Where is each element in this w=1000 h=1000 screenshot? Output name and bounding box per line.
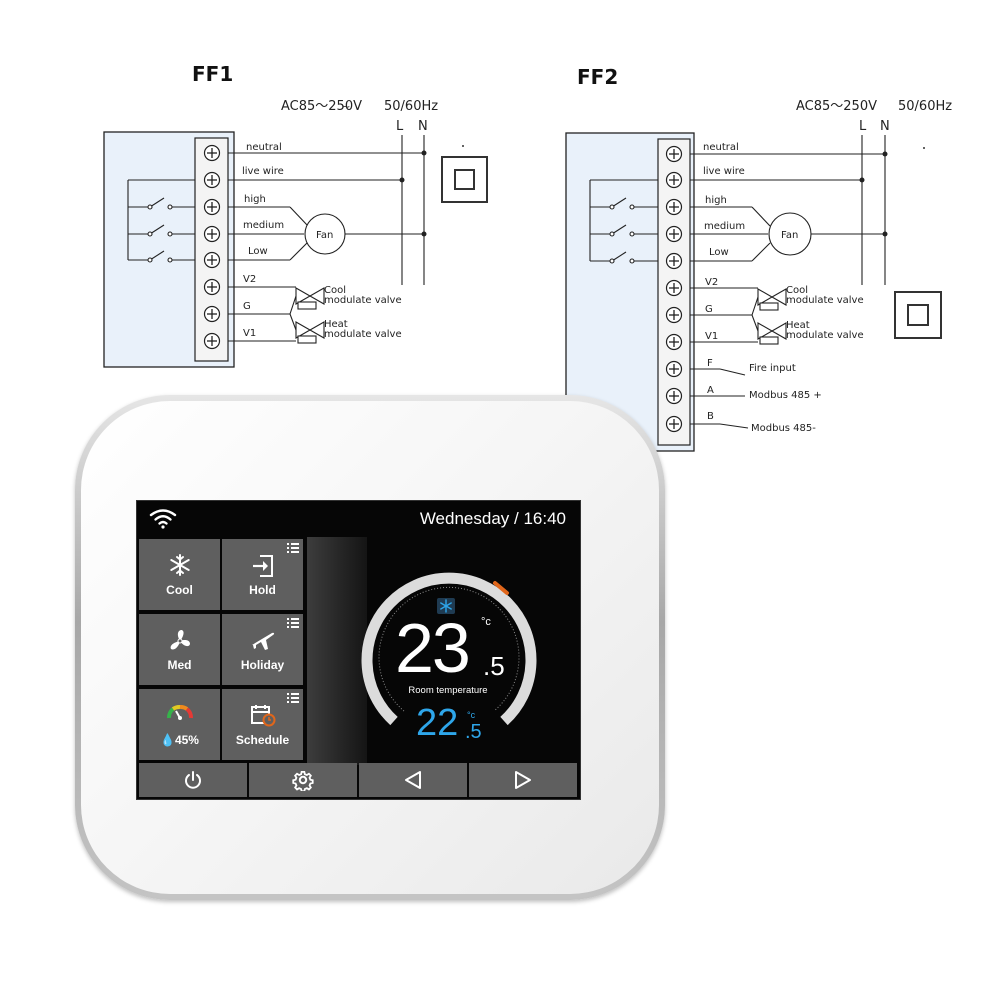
water-drop-icon: 💧	[160, 733, 175, 747]
status-bar: Wednesday / 16:40	[137, 501, 580, 537]
menu-list-icon	[287, 543, 299, 553]
svg-text:~: ~	[342, 102, 350, 113]
room-temperature-dec: .5	[483, 651, 505, 681]
humidity-gauge-icon	[166, 705, 193, 720]
room-temperature-label: Room temperature	[408, 685, 488, 696]
settings-button[interactable]	[249, 763, 357, 797]
terminal-label: Low	[248, 246, 268, 257]
terminal-label: V1	[243, 328, 256, 339]
tile-label: Schedule	[235, 733, 290, 747]
room-temperature-int: 23	[395, 609, 471, 687]
set-temperature-int: 22	[416, 702, 459, 744]
triangle-left-icon	[405, 771, 421, 789]
increase-button[interactable]	[469, 763, 577, 797]
terminal-label: medium	[243, 220, 284, 231]
temperature-dial[interactable]	[359, 561, 539, 747]
cool-valve-label: Cool	[324, 285, 346, 296]
terminal-label: G	[243, 301, 251, 312]
modbus-minus-label: Modbus 485-	[751, 423, 816, 434]
terminal-label: high	[244, 194, 266, 205]
menu-list-icon	[287, 618, 299, 628]
heat-valve-sub: modulate valve	[786, 330, 864, 341]
terminal-label: V2	[705, 277, 718, 288]
terminal-label: A	[707, 385, 714, 396]
snowflake-icon	[437, 598, 455, 614]
setpoint-marker[interactable]	[493, 581, 509, 595]
diagram-ff2: FF2 AC85～250V 50/60Hz L N	[565, 65, 952, 452]
diagram-title: FF2	[577, 65, 618, 89]
supply-voltage: AC85～250V	[281, 99, 362, 114]
tile-mode-cool[interactable]: Cool	[139, 539, 220, 610]
power-icon	[185, 771, 201, 789]
room-temperature-unit: °c	[481, 616, 491, 628]
gear-icon	[292, 770, 314, 791]
fan-icon	[170, 630, 190, 650]
cool-valve-label: Cool	[786, 285, 808, 296]
menu-list-icon	[287, 693, 299, 703]
line-label: L	[859, 119, 867, 134]
heat-valve-label: Heat	[786, 320, 810, 331]
supply-voltage: AC85～250V	[796, 99, 877, 114]
terminal-label: G	[705, 304, 713, 315]
fire-input-label: Fire input	[749, 363, 796, 374]
set-temperature-unit: °c	[467, 710, 476, 720]
tile-label: Holiday	[240, 658, 285, 672]
terminal-label: neutral	[246, 142, 282, 153]
diagram-title: FF1	[192, 62, 233, 86]
tile-fan-speed[interactable]: Med	[139, 614, 220, 685]
triangle-right-icon	[515, 771, 531, 789]
terminal-label: live wire	[703, 166, 745, 177]
snowflake-icon	[169, 554, 190, 576]
terminal-label: B	[707, 411, 714, 422]
terminal-label: F	[707, 358, 713, 369]
terminal-label: medium	[704, 221, 745, 232]
modbus-plus-label: Modbus 485 +	[749, 390, 822, 401]
terminal-label: high	[705, 195, 727, 206]
decrease-button[interactable]	[359, 763, 467, 797]
set-temperature-dec: .5	[465, 721, 482, 743]
calendar-clock-icon	[250, 705, 275, 727]
supply-frequency: 50/60Hz	[384, 99, 438, 114]
terminal-label: neutral	[703, 142, 739, 153]
line-label: L	[396, 119, 404, 134]
tile-label: Hold	[249, 583, 276, 597]
heat-valve-sub: modulate valve	[324, 329, 402, 340]
terminal-label: V2	[243, 274, 256, 285]
door-exit-icon	[252, 555, 273, 577]
thermostat-screen: Wednesday / 16:40 Cool Hold	[136, 500, 581, 800]
terminal-label: V1	[705, 331, 718, 342]
neutral-label: N	[880, 119, 890, 134]
humidity-value: 💧45%	[160, 733, 199, 747]
tile-holiday[interactable]: Holiday	[222, 614, 303, 685]
power-button[interactable]	[139, 763, 247, 797]
supply-frequency: 50/60Hz	[898, 99, 952, 114]
tile-humidity: 💧45%	[139, 689, 220, 760]
cool-valve-sub: modulate valve	[786, 295, 864, 306]
terminal-label: Low	[709, 247, 729, 258]
tile-hold[interactable]: Hold	[222, 539, 303, 610]
tile-label: Cool	[166, 583, 193, 597]
heat-valve-label: Heat	[324, 319, 348, 330]
wifi-icon	[149, 509, 177, 529]
terminal-label: live wire	[242, 166, 284, 177]
fan-label: Fan	[781, 230, 798, 241]
cool-valve-sub: modulate valve	[324, 295, 402, 306]
tile-label: Med	[167, 658, 192, 672]
neutral-label: N	[418, 119, 428, 134]
date-time: Wednesday / 16:40	[419, 509, 566, 528]
airplane-icon	[251, 632, 274, 650]
diagram-ff1: FF1 AC85～250V 50/60Hz L N	[103, 62, 488, 368]
terminal-block	[194, 137, 229, 362]
fan-label: Fan	[316, 230, 333, 241]
tile-schedule[interactable]: Schedule	[222, 689, 303, 760]
